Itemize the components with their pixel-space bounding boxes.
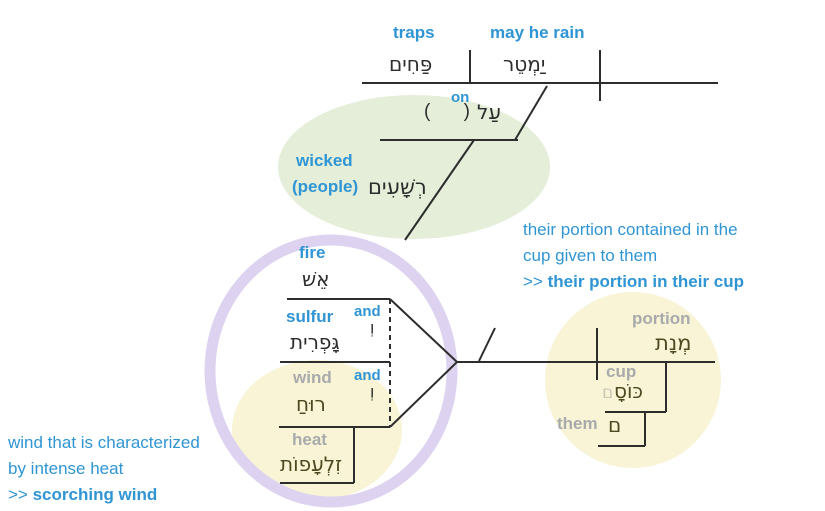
yellow-highlight-ellipse-right xyxy=(545,292,721,468)
note-left-line1: wind that is characterized xyxy=(8,433,200,452)
note-left-line2: by intense heat xyxy=(8,459,124,478)
note-right-result: >> their portion in their cup xyxy=(523,272,744,292)
and-gloss-2: and xyxy=(354,367,381,384)
note-right-line2: cup given to them xyxy=(523,246,658,265)
purple-ring-ellipse xyxy=(204,234,458,508)
heat-gloss: heat xyxy=(292,430,327,449)
heat-hebrew: זִלְעָפוֹת xyxy=(280,452,343,476)
fire-hebrew: אֵשׁ xyxy=(302,267,330,291)
cup-gloss: cup xyxy=(606,362,637,381)
portion-hebrew: מְנָת xyxy=(655,331,692,355)
may-he-rain-hebrew: יַמְטֵר xyxy=(503,52,546,76)
sulfur-gloss: sulfur xyxy=(286,307,334,326)
and-gloss-1: and xyxy=(354,303,381,320)
traps-hebrew: פַּחִים xyxy=(389,52,433,76)
cup-hebrew: כּוֹסָ xyxy=(614,379,644,403)
modifier-diagonal xyxy=(404,139,475,241)
preposition-diagonal xyxy=(514,85,548,141)
note-right-arrow: >> xyxy=(523,272,543,291)
and-hebrew-1: וְ xyxy=(370,318,375,337)
them-gloss: them xyxy=(557,414,598,433)
traps-gloss: traps xyxy=(393,23,435,42)
portion-gloss: portion xyxy=(632,309,691,328)
sulfur-hebrew: גָּפְרִית xyxy=(290,330,340,354)
may-he-rain-gloss: may he rain xyxy=(490,23,585,42)
green-highlight-ellipse xyxy=(278,95,550,239)
and-hebrew-2: וְ xyxy=(370,382,375,401)
on-gloss: on xyxy=(451,89,470,106)
wind-hebrew: רוּחַ xyxy=(296,392,326,416)
implied-object-parens: ( ) xyxy=(424,101,484,122)
compound-lower-diagonal xyxy=(389,361,458,428)
fire-gloss: fire xyxy=(299,243,326,262)
note-left-result-bold: scorching wind xyxy=(32,485,158,504)
copula-slash xyxy=(478,327,496,362)
yellow-highlight-ellipse-left xyxy=(232,360,402,500)
note-left-arrow: >> xyxy=(8,485,28,504)
compound-upper-diagonal xyxy=(389,298,458,363)
wicked-hebrew: רְשָׁעִים xyxy=(368,175,427,199)
wicked-gloss-line1: wicked xyxy=(296,151,353,170)
on-hebrew: עַל xyxy=(477,100,502,124)
them-hebrew: ם xyxy=(608,413,622,437)
note-right-result-bold: their portion in their cup xyxy=(547,272,745,291)
wind-gloss: wind xyxy=(293,368,332,387)
wicked-gloss-line2: (people) xyxy=(292,177,359,196)
note-left-result: >> scorching wind xyxy=(8,485,157,505)
note-right-line1: their portion contained in the xyxy=(523,220,738,239)
cup-suffix-placeholder: ם xyxy=(602,383,614,403)
